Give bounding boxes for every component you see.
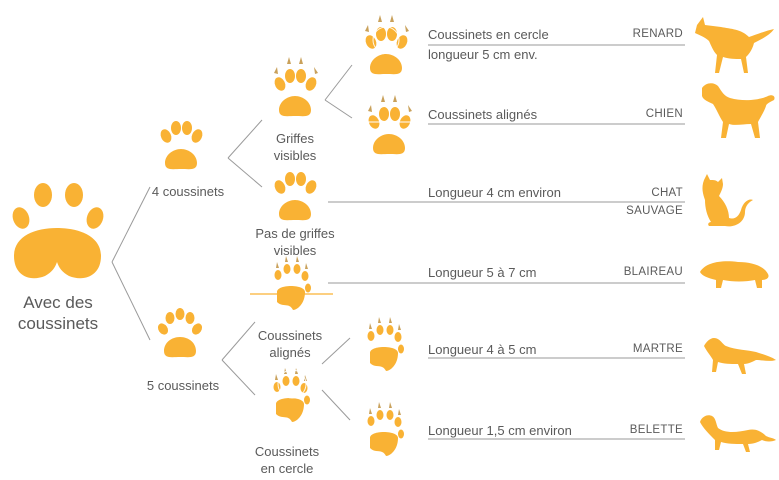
root-label-line2: coussinets [17,314,99,333]
marten-desc: Longueur 4 à 5 cm [428,342,537,357]
circle-pads-label-line1: Coussinets [254,444,320,459]
no-claws-label-line2: visibles [273,243,317,258]
aligned-pads-label-line1: Coussinets [257,328,323,343]
fox-desc-line2: longueur 5 cm env. [428,47,538,62]
weasel-paw-icon [367,402,404,456]
wildcat-desc: Longueur 4 cm environ [428,185,561,200]
five-pads-label: 5 coussinets [146,378,220,393]
claws-visible-label: Griffes visibles [245,130,345,164]
connector-lines [111,44,685,440]
claws-visible-label-line1: Griffes [275,131,315,146]
dog-name: CHIEN [645,108,683,120]
fox-desc-line1: Coussinets en cercle [428,27,549,42]
marten-silhouette-icon [704,338,776,374]
root-label-line1: Avec des [23,293,93,312]
four-pads-paw-icon [158,121,205,170]
cat-silhouette-icon [702,174,753,227]
fox-paw-icon [363,15,410,75]
claws-visible-paw-icon [272,57,319,117]
no-claws-label-line1: Pas de griffes [255,226,335,241]
marten-name: MARTRE [632,343,683,355]
dog-desc: Coussinets alignés [428,107,538,122]
claws-visible-label-line2: visibles [273,148,317,163]
wildcat-name-line2: SAUVAGE [626,205,683,217]
five-pads-paw-icon [155,308,205,358]
circle-pads-paw-icon [273,368,310,422]
root-label: Avec des coussinets [10,292,106,334]
weasel-silhouette-icon [700,415,776,452]
root-paw-icon [12,183,104,279]
no-claws-label: Pas de griffes visibles [232,225,358,259]
circle-pads-label: Coussinets en cercle [237,443,337,477]
badger-desc: Longueur 5 à 7 cm [428,265,537,280]
dog-paw-icon [356,95,422,155]
weasel-desc: Longueur 1,5 cm environ [428,423,572,438]
circle-pads-label-line2: en cercle [260,461,314,476]
weasel-name: BELETTE [629,424,683,436]
fox-name: RENARD [632,28,683,40]
aligned-pads-label: Coussinets alignés [240,327,340,361]
four-pads-label: 4 coussinets [151,184,225,199]
marten-paw-icon [367,317,404,371]
no-claws-paw-icon [272,172,319,221]
badger-silhouette-icon [700,261,769,288]
wildcat-name-line1: CHAT [651,187,683,199]
aligned-pads-paw-icon [250,256,333,310]
badger-name: BLAIREAU [623,266,683,278]
dog-silhouette-icon [702,83,775,138]
aligned-pads-label-line2: alignés [269,345,311,360]
fox-silhouette-icon [695,17,774,73]
